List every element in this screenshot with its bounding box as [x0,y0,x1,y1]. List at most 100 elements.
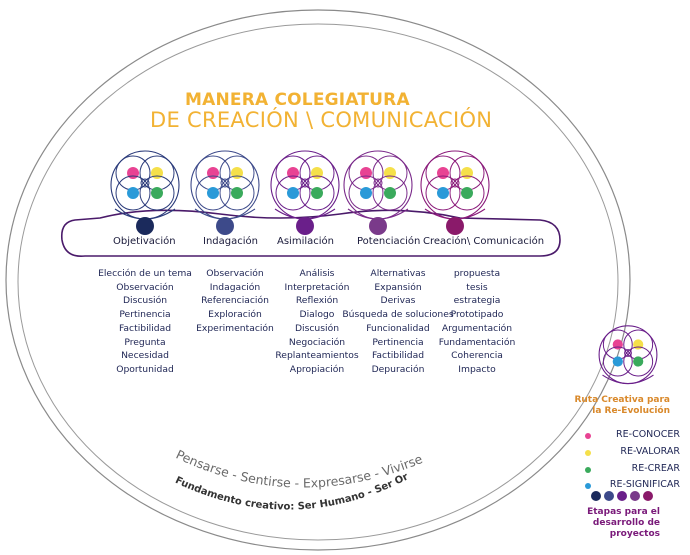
list-item: Alternativas [370,268,426,279]
stage-dot [136,217,154,235]
stage-icon [190,150,260,220]
icon-spiral [220,178,230,188]
list-item: Búsqueda de soluciones [342,309,454,321]
icon-dot [231,167,243,179]
stage-dot [216,217,234,235]
list-item: Apropiación [289,363,345,375]
outer-circle [5,9,631,551]
list-item: Observación [206,268,264,279]
icon-dot [633,339,644,350]
legend-ruta-icon [598,325,658,385]
legend-item-reconocer: RE-CONOCER [616,429,680,440]
icon-dot [384,187,396,199]
icon-spiral [140,178,150,188]
icon-dot [127,167,139,179]
icon-spiral [624,349,632,357]
icon-ring [449,175,485,211]
icon-ring [623,346,654,377]
icon-dot [437,167,449,179]
list-item: Coherencia [451,350,503,362]
icon-ring [602,346,633,377]
icon-spiral [300,178,310,188]
stage-icons [110,150,490,220]
stage-markers [136,217,464,235]
icon-dot [151,187,163,199]
list-item: Pertinencia [372,336,424,348]
icon-dot [207,187,219,199]
list-item: Argumentación [441,322,513,334]
list-item: Elección de un tema [98,268,192,279]
icon-dot [612,356,623,367]
list-item: Factibilidad [118,322,172,334]
list-item: Necesidad [121,350,169,362]
stage-dot [369,217,387,235]
list-item: Discusión [122,295,168,307]
title-line-2: DE CREACIÓN \ COMUNICACIÓN [150,108,493,132]
icon-ring [139,175,175,211]
etapa-dot [630,491,640,501]
etapa-dot [643,491,653,501]
legend-item-recrear: RE-CREAR [631,463,680,474]
legend-item-resignificar: RE-SIGNIFICAR [609,479,680,490]
column-objetivacion: Elección de un tema Observación Discusió… [85,267,205,377]
icon-dot [311,167,323,179]
icon-ring [299,175,335,211]
icon-dot [461,167,473,179]
list-item: Dialogo [299,309,335,321]
column-potenciacion: Alternativas Expansión Derivas Búsqueda … [338,267,458,377]
stage-icon [343,150,413,220]
icon-ring [115,175,151,211]
legend-etapas-label: Etapas para el desarrollo de proyectos [587,507,660,539]
stage-label-creacion: Creación\ Comunicación [423,236,545,247]
list-item: Reflexión [295,295,339,307]
list-item: Prototipado [450,309,504,321]
column-asimilacion: Análisis Interpretación Reflexión Dialog… [257,267,377,377]
list-item: Observación [116,281,174,293]
stage-icon [420,150,490,220]
list-item: Depuración [371,363,425,375]
stage-icon [270,150,340,220]
stage-label-indagacion: Indagación [203,236,258,247]
icon-ring [219,175,255,211]
list-item: Negociación [288,336,346,348]
icon-dot [437,187,449,199]
icon-dot [151,167,163,179]
list-item: Oportunidad [116,363,174,375]
icon-ring [372,175,408,211]
list-item: Indagación [209,281,261,293]
stage-dot [296,217,314,235]
legend-title: Ruta Creativa para la Re-Evolución [574,395,670,416]
list-item: Expansión [374,281,422,293]
icon-ring [348,175,384,211]
etapa-dot [617,491,627,501]
column-indagacion: Observación Indagación Referenciación Ex… [175,267,295,336]
list-item: tesis [466,281,488,293]
list-item: Referenciación [201,295,269,307]
legend-dot-revalorar [585,450,591,456]
icon-spiral [450,178,460,188]
stage-icon [110,150,180,220]
list-item: Derivas [380,295,416,307]
icon-dot [127,187,139,199]
process-band [60,209,561,257]
list-item: estrategia [453,295,501,307]
legend-item-revalorar: RE-VALORAR [620,446,680,457]
legend-etapas-dots [591,491,653,501]
list-item: Replanteamientos [275,350,359,362]
title-line-1: MANERA COLEGIATURA [185,90,410,110]
list-item: Pregunta [124,336,166,348]
list-item: Impacto [458,363,496,375]
icon-spiral [373,178,383,188]
icon-dot [231,187,243,199]
legend-icon [598,325,658,385]
list-item: Funcionalidad [366,322,430,334]
icon-dot [287,187,299,199]
icon-dot [207,167,219,179]
legend-dot-resignificar [585,483,591,489]
etapa-dot [604,491,614,501]
list-item: Pertinencia [119,309,171,321]
legend-dot-reconocer [585,433,591,439]
icon-dot [360,167,372,179]
icon-ring [425,175,461,211]
